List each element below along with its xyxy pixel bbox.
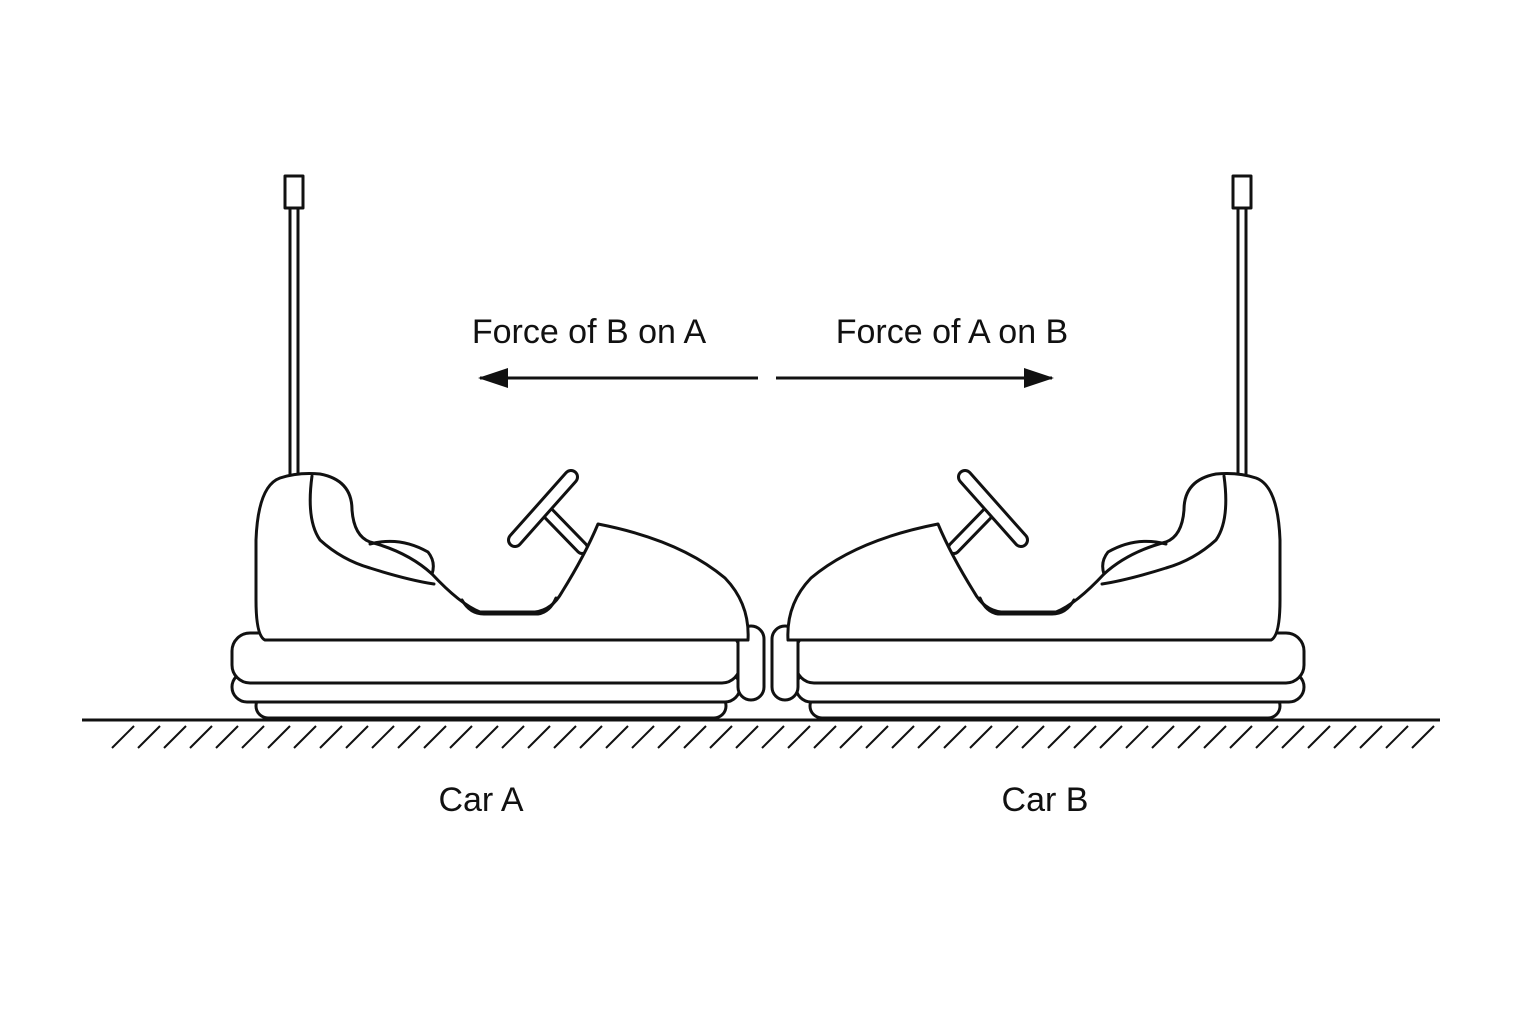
hatch-stroke <box>1385 725 1409 749</box>
hatch-stroke <box>1229 725 1253 749</box>
hatch-stroke <box>605 725 629 749</box>
hatch-stroke <box>631 725 655 749</box>
hatch-stroke <box>319 725 343 749</box>
hatch-stroke <box>683 725 707 749</box>
hatch-stroke <box>553 725 577 749</box>
hatch-stroke <box>1151 725 1175 749</box>
hatch-stroke <box>267 725 291 749</box>
hatch-stroke <box>1021 725 1045 749</box>
hatch-stroke <box>761 725 785 749</box>
hatch-stroke <box>891 725 915 749</box>
hatch-stroke <box>501 725 525 749</box>
hatch-stroke <box>241 725 265 749</box>
hatch-stroke <box>787 725 811 749</box>
label-force-b-on-a: Force of B on A <box>472 313 707 351</box>
hatch-stroke <box>423 725 447 749</box>
hatch-stroke <box>657 725 681 749</box>
label-car-b: Car B <box>1002 781 1089 819</box>
hatch-stroke <box>137 725 161 749</box>
hatch-stroke <box>1125 725 1149 749</box>
hatch-stroke <box>1177 725 1201 749</box>
hatch-stroke <box>1307 725 1331 749</box>
hatch-stroke <box>1333 725 1357 749</box>
hatch-stroke <box>527 725 551 749</box>
hatch-stroke <box>345 725 369 749</box>
hatch-stroke <box>1411 725 1435 749</box>
hatch-stroke <box>1359 725 1383 749</box>
hatch-stroke <box>1073 725 1097 749</box>
hatch-stroke <box>865 725 889 749</box>
hatch-stroke <box>1281 725 1305 749</box>
label-car-a: Car A <box>438 781 523 819</box>
hatch-stroke <box>293 725 317 749</box>
label-force-a-on-b: Force of A on B <box>836 313 1068 351</box>
hatch-stroke <box>735 725 759 749</box>
hatch-stroke <box>709 725 733 749</box>
hatch-stroke <box>995 725 1019 749</box>
hatch-stroke <box>839 725 863 749</box>
hatch-stroke <box>579 725 603 749</box>
hatch-stroke <box>969 725 993 749</box>
car-b <box>772 176 1304 718</box>
hatch-stroke <box>371 725 395 749</box>
hatch-stroke <box>189 725 213 749</box>
hatch-stroke <box>215 725 239 749</box>
hatch-stroke <box>943 725 967 749</box>
car-a <box>232 176 764 718</box>
hatch-stroke <box>449 725 473 749</box>
hatch-stroke <box>397 725 421 749</box>
hatch-stroke <box>1047 725 1071 749</box>
hatch-stroke <box>163 725 187 749</box>
hatch-stroke <box>111 725 135 749</box>
hatch-stroke <box>813 725 837 749</box>
hatch-stroke <box>475 725 499 749</box>
hatch-stroke <box>1255 725 1279 749</box>
hatch-stroke <box>917 725 941 749</box>
hatch-stroke <box>1099 725 1123 749</box>
hatch-stroke <box>1203 725 1227 749</box>
ground-hatching <box>111 725 1435 749</box>
